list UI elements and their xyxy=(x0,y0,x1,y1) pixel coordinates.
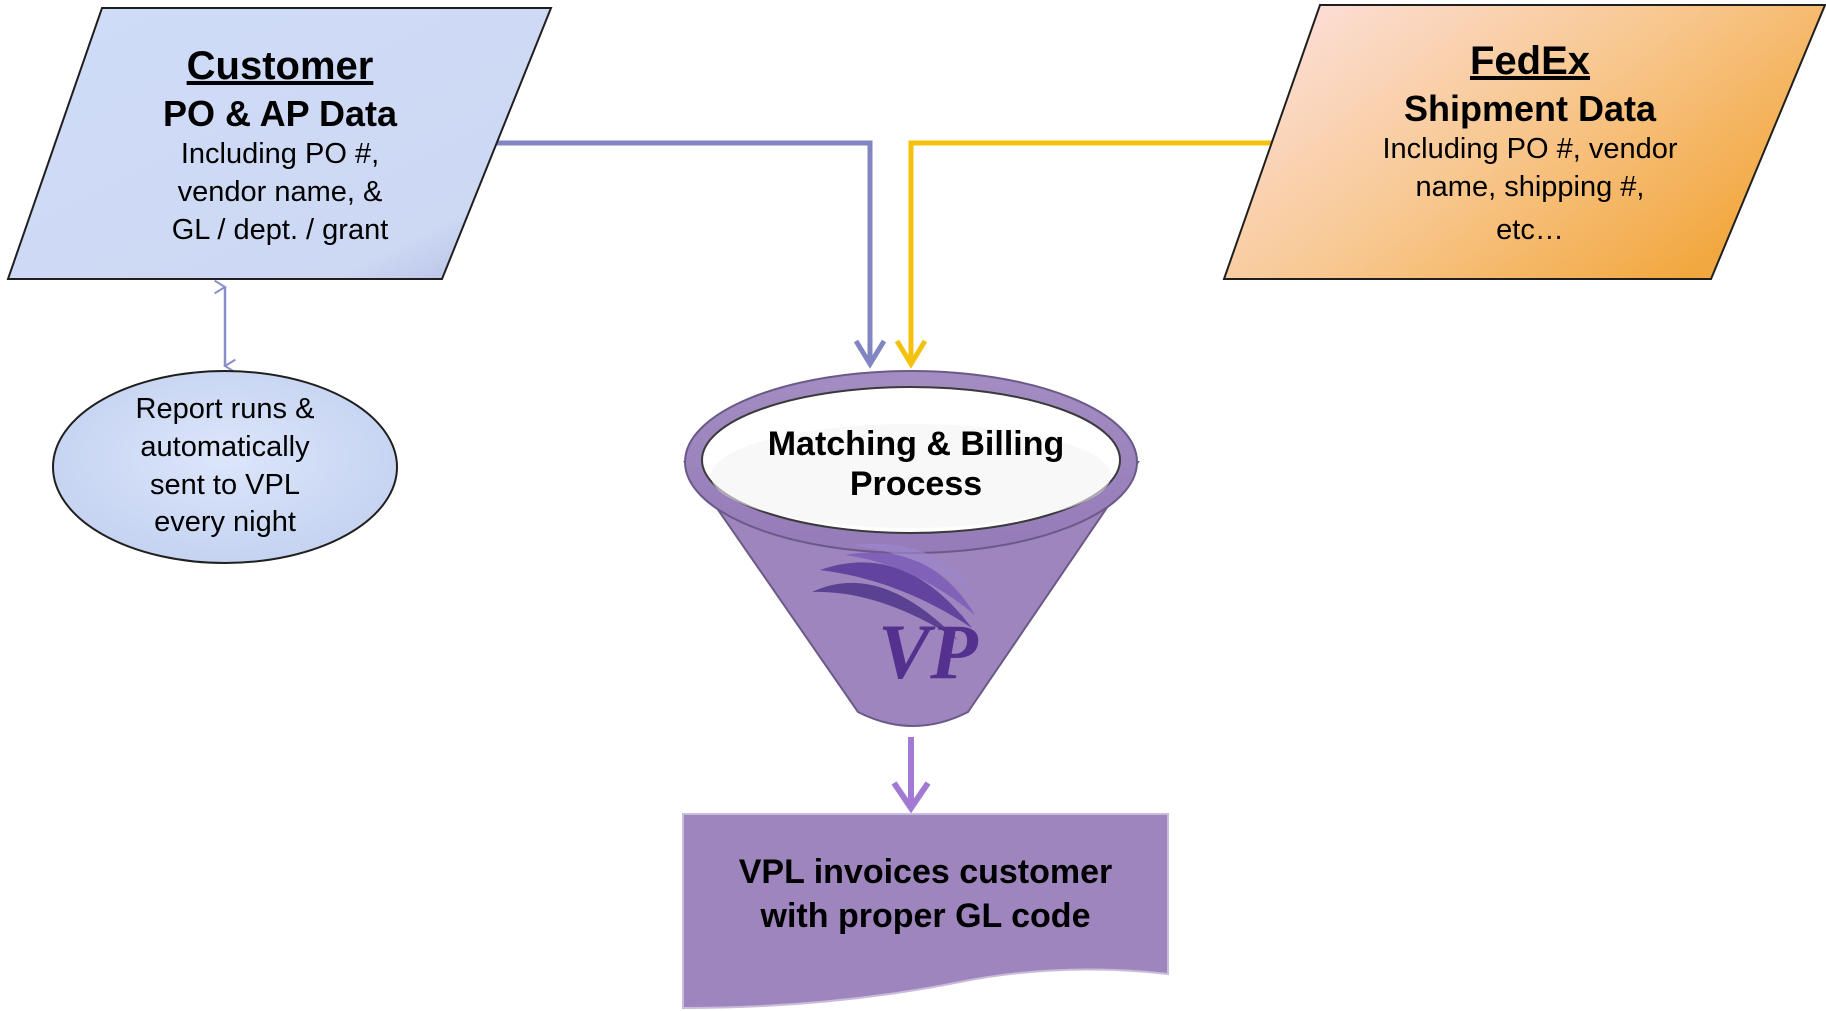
customer-connector-arrowhead xyxy=(853,339,887,369)
fedex-detail-line: etc… xyxy=(1496,213,1564,246)
report-line: automatically xyxy=(140,430,310,463)
funnel-label-line: Matching & Billing xyxy=(767,425,1065,463)
customer-detail-line: Including PO #, xyxy=(180,138,380,171)
funnel-label-group: Matching & Billing Process xyxy=(731,424,1101,505)
fedex-label-group: FedEx Shipment Data Including PO #, vend… xyxy=(1345,37,1715,248)
customer-data-shape xyxy=(6,7,553,280)
vpl-logo: VP xyxy=(812,543,980,695)
fedex-connector-arrowhead xyxy=(894,339,928,369)
customer-detail-line: vendor name, & xyxy=(177,175,383,208)
report-line: every night xyxy=(154,506,296,539)
customer-detail-line: GL / dept. / grant xyxy=(171,213,389,246)
invoice-document-shape xyxy=(682,813,1169,1010)
invoice-label-line: VPL invoices customer xyxy=(738,853,1113,891)
invoice-label-line: with proper GL code xyxy=(760,896,1091,935)
fedex-connector xyxy=(908,140,1285,360)
report-line: sent to VPL xyxy=(150,468,300,501)
fedex-detail-line: Including PO #, vendor xyxy=(1382,133,1678,166)
funnel-label-line: Process xyxy=(849,464,983,503)
fedex-detail-line: name, shipping #, xyxy=(1415,170,1645,203)
report-ellipse xyxy=(52,370,398,564)
output-arrow-head xyxy=(891,781,931,814)
customer-subtitle: PO & AP Data xyxy=(162,93,398,134)
customer-label-group: Customer PO & AP Data Including PO #, ve… xyxy=(110,42,450,248)
customer-connector xyxy=(495,140,873,360)
invoice-label-group: VPL invoices customer with proper GL cod… xyxy=(683,852,1168,937)
fedex-subtitle: Shipment Data xyxy=(1403,88,1657,129)
vpl-logo-letters: VP xyxy=(878,608,979,695)
fedex-title: FedEx xyxy=(1469,39,1591,83)
report-line: Report runs & xyxy=(135,393,315,425)
customer-title: Customer xyxy=(186,44,374,88)
fedex-data-shape xyxy=(1222,4,1826,280)
funnel-opening-shadow xyxy=(711,424,1111,528)
report-label-group: Report runs & automatically sent to VPL … xyxy=(85,392,365,540)
